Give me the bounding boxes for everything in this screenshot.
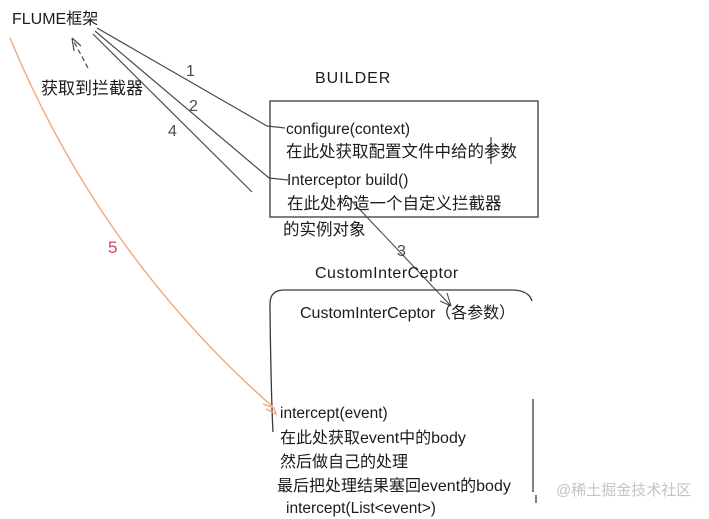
intercept-note-put-back: 最后把处理结果塞回event的body: [277, 478, 511, 495]
get-interceptor-label: 获取到拦截器: [41, 79, 143, 98]
intercept-list-method: intercept(List<event>): [286, 500, 436, 517]
arrow-1-line: [96, 27, 286, 129]
step-4-label: 4: [168, 123, 177, 140]
flume-label: FLUME框架: [12, 11, 99, 28]
builder-box: [269, 100, 539, 218]
builder-instance-note: 的实例对象: [283, 221, 366, 239]
intercept-note-process: 然后做自己的处理: [280, 454, 409, 471]
builder-build-method: Interceptor build(): [287, 172, 409, 189]
custom-interceptor-constructor: CustomInterCeptor（各参数）: [300, 305, 516, 322]
intercept-note-get-body: 在此处获取event中的body: [280, 430, 466, 447]
step-5-label: 5: [108, 238, 118, 257]
custom-box-outline: [269, 289, 533, 433]
custom-interceptor-title: CustomInterCeptor: [315, 265, 459, 282]
intercept-event-method: intercept(event): [280, 405, 388, 422]
step-2-label: 2: [189, 98, 198, 115]
step-3-label: 3: [397, 243, 406, 260]
watermark: @稀土掘金技术社区: [556, 482, 692, 499]
get-interceptor-arrow-shaft: [72, 39, 89, 69]
builder-title: BUILDER: [315, 70, 392, 87]
arrow-5-curve: [9, 37, 274, 408]
builder-configure-note: 在此处获取配置文件中给的参数: [286, 143, 517, 161]
get-interceptor-arrowhead: [71, 37, 82, 52]
arrow-3-line: [345, 194, 452, 307]
builder-configure-method: configure(context): [286, 121, 411, 138]
arrow-3-head: [439, 292, 452, 307]
arrow-2-line: [94, 30, 289, 181]
arrow-5-head: [262, 403, 278, 416]
builder-build-note: 在此处构造一个自定义拦截器: [287, 195, 502, 213]
step-1-label: 1: [186, 63, 195, 80]
arrow-4-line: [92, 33, 253, 193]
